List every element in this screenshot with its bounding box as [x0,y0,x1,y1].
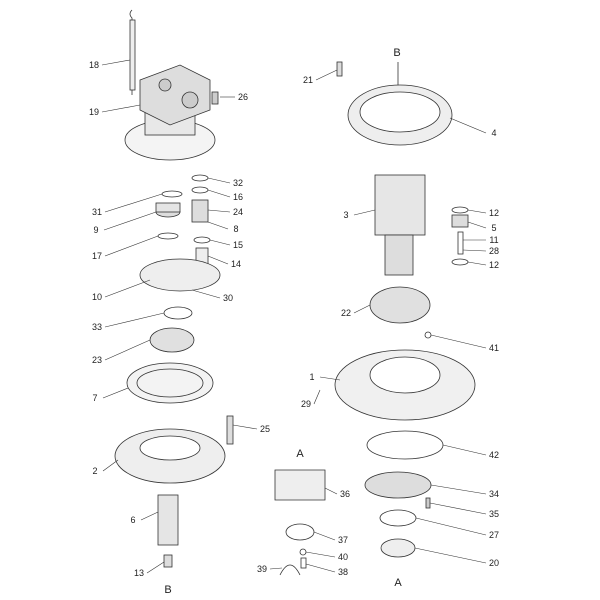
leader-line [104,339,151,361]
part-label-30: 30 [222,293,234,303]
part-label-24: 24 [232,207,244,217]
leader-line [104,193,163,213]
leader-line [449,117,487,134]
leader-line [414,547,487,564]
leader-line [415,517,487,536]
part-label-21: 21 [302,75,314,85]
part-label-41: 41 [488,343,500,353]
part-label-33: 33 [91,322,103,332]
leader-line [269,567,283,570]
part-label-16: 16 [232,192,244,202]
leader-line [467,221,487,229]
leader-line [209,239,231,246]
part-label-35: 35 [488,509,500,519]
part-label-2: 2 [92,466,98,476]
leader-line [146,561,165,574]
leader-lines [101,59,487,574]
part-label-38: 38 [337,567,349,577]
part-label-39: 39 [256,564,268,574]
part-label-26: 26 [237,92,249,102]
leader-line [104,279,151,298]
part-label-12: 12 [488,208,500,218]
part-label-40: 40 [337,552,349,562]
part-label-18: 18 [88,60,100,70]
reference-mark-A: A [296,448,304,460]
leader-line [324,487,338,495]
leader-line [232,424,258,430]
swing-motor [124,9,219,161]
part-label-29: 29 [300,399,312,409]
reference-mark-A: A [394,577,402,589]
leader-line [207,221,229,230]
leader-line [313,389,321,405]
leader-line [430,484,487,495]
leader-line [101,104,141,113]
part-label-5: 5 [491,223,497,233]
leader-line [305,551,336,558]
part-label-6: 6 [130,515,136,525]
leader-line [102,387,129,399]
leader-line [207,189,231,198]
part-label-32: 32 [232,178,244,188]
part-label-15: 15 [232,240,244,250]
part-label-37: 37 [337,535,349,545]
part-label-11: 11 [489,235,499,245]
leader-line [315,69,338,81]
part-label-9: 9 [93,225,99,235]
part-label-36: 36 [339,489,351,499]
leader-line [430,334,487,349]
leader-line [353,304,371,314]
part-label-22: 22 [340,308,352,318]
leader-line [207,209,231,213]
leader-line [191,289,221,299]
leader-line [429,502,487,515]
leader-line [207,177,231,184]
reference-mark-B: B [164,584,172,596]
part-label-25: 25 [259,424,271,434]
leader-line [305,563,336,573]
part-label-42: 42 [488,450,500,460]
leader-line [101,59,131,66]
leader-line [467,261,487,266]
leader-line [467,209,487,214]
part-label-27: 27 [488,530,500,540]
part-label-19: 19 [88,107,100,117]
part-label-14: 14 [230,259,242,269]
part-label-8: 8 [233,224,239,234]
part-label-20: 20 [488,558,500,568]
part-label-4: 4 [491,128,497,138]
leader-line [313,531,336,541]
right-stack-parts [274,61,476,576]
leader-line [104,235,159,257]
part-label-7: 7 [92,393,98,403]
leader-line [103,211,157,231]
part-label-23: 23 [91,355,103,365]
leader-line [104,312,165,328]
part-label-34: 34 [488,489,500,499]
part-label-13: 13 [133,568,145,578]
leader-line [102,459,119,472]
leader-line [319,376,341,381]
leader-line [207,255,229,265]
part-label-31: 31 [91,207,103,217]
reference-mark-B: B [393,47,401,59]
leader-line [442,444,487,456]
leader-line [353,209,376,216]
part-label-10: 10 [91,292,103,302]
left-stack-parts [114,174,234,568]
leader-line [462,249,487,252]
part-label-12: 12 [488,260,500,270]
part-label-3: 3 [343,210,349,220]
part-label-1: 1 [309,372,315,382]
part-label-28: 28 [488,246,500,256]
part-label-17: 17 [91,251,103,261]
leader-line [140,511,159,521]
